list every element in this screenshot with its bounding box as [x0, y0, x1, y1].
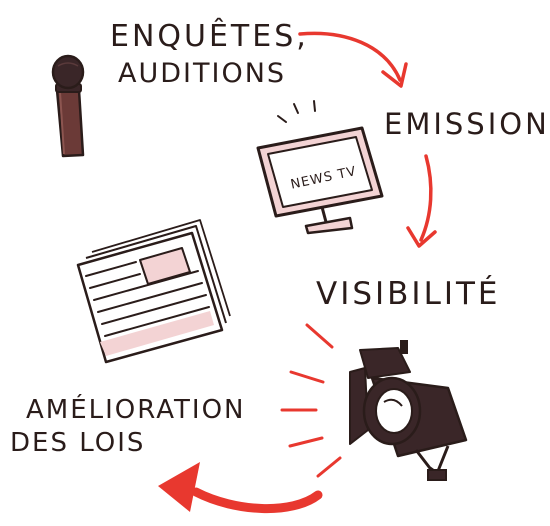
arrow-enquetes-to-emissions: [298, 31, 408, 88]
microphone-icon: [51, 54, 85, 158]
step-label-visibilite: VISIBILITÉ: [316, 276, 501, 312]
arrow-emissions-to-visibilite: [406, 154, 437, 248]
step-label-lois-line-1: AMÉLIORATION: [26, 395, 246, 425]
television-icon: NEWS TV: [256, 100, 384, 235]
step-label-lois-line-2: DES LOIS: [10, 428, 146, 458]
step-label-emissions: EMISSIONS: [384, 107, 550, 141]
newspaper-icon: [76, 219, 231, 364]
spotlight-icon: [280, 323, 468, 481]
step-label-enquetes-line-2: AUDITIONS: [118, 58, 287, 89]
step-label-enquetes-line-1: ENQUÊTES,: [110, 19, 309, 54]
arrow-visibilite-to-lois: [158, 462, 323, 513]
